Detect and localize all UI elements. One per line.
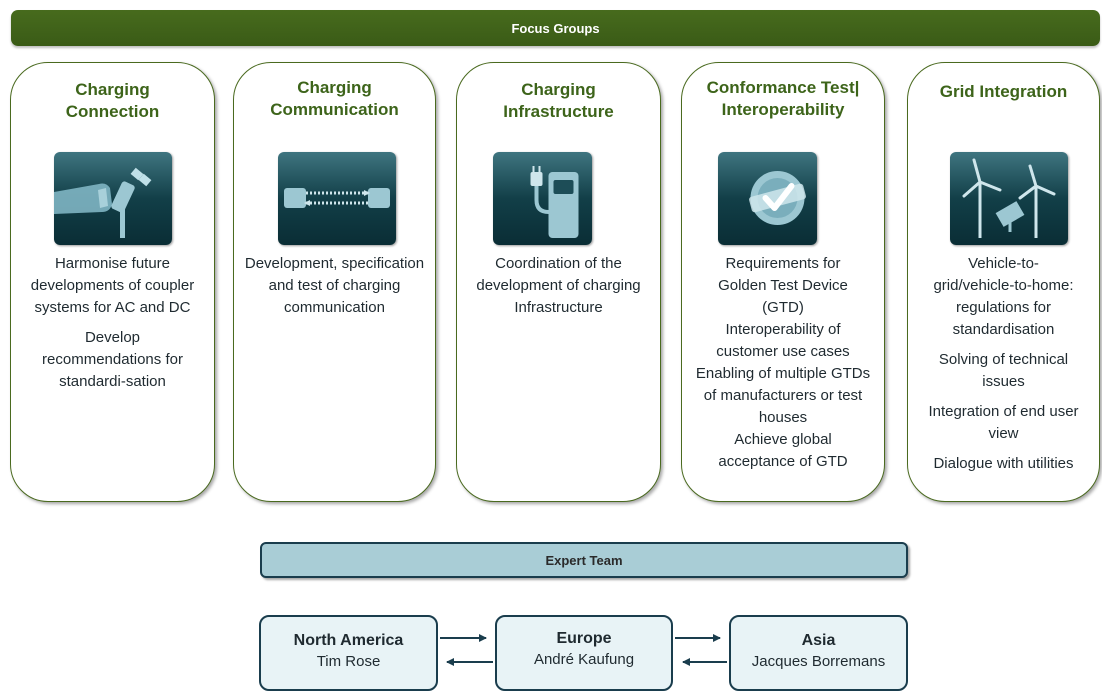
description-item: Requirements for Golden Test Device (GTD…: [718, 255, 848, 316]
focus-group-description: Requirements for Golden Test Device (GTD…: [688, 253, 878, 473]
region-person: Jacques Borremans: [751, 653, 886, 670]
focus-group-card-charging-infrastructure: Charging Infrastructure Coordination of …: [456, 62, 661, 502]
description-item: Development, specification and test of c…: [244, 255, 425, 316]
region-box-asia: Asia Jacques Borremans: [729, 615, 908, 691]
charging-plug-icon: [54, 152, 172, 245]
region-name: North America: [293, 632, 404, 649]
description-item: Achieve global acceptance of GTD: [718, 431, 848, 470]
checkmark-icon: [718, 152, 817, 245]
charging-station-icon: [493, 152, 592, 245]
description-item: Integration of end user view: [928, 403, 1079, 442]
focus-groups-banner: Focus Groups: [11, 10, 1100, 46]
focus-group-title: Grid Integration: [939, 82, 1068, 101]
communication-link-icon: [278, 152, 396, 245]
focus-group-card-grid-integration: Grid Integration Vehicle-to-grid/vehicle…: [907, 62, 1100, 502]
region-name: Europe: [556, 630, 612, 647]
focus-group-title: Charging Communication: [270, 78, 399, 119]
description-item: Vehicle-to-grid/vehicle-to-home: regulat…: [933, 255, 1074, 338]
focus-group-card-charging-connection: Charging Connection Harmonise future dev…: [10, 62, 215, 502]
description-item: Enabling of multiple GTDs of manufacture…: [695, 365, 871, 426]
focus-group-card-charging-communication: Charging Communication Development, spec…: [233, 62, 436, 502]
expert-team-bar: Expert Team: [260, 542, 908, 578]
region-name: Asia: [801, 632, 836, 649]
region-box-europe: Europe André Kaufung: [495, 615, 673, 691]
focus-group-card-conformance-test: Conformance Test| Interoperability Requi…: [681, 62, 885, 502]
wind-solar-icon: [950, 152, 1068, 245]
focus-group-description: Development, specification and test of c…: [240, 253, 429, 327]
focus-group-title: Charging Infrastructure: [503, 80, 614, 121]
focus-group-title: Conformance Test| Interoperability: [706, 78, 860, 119]
focus-group-title: Charging Connection: [65, 80, 160, 121]
region-person: Tim Rose: [316, 653, 381, 670]
description-item: Harmonise future developments of coupler…: [30, 255, 195, 316]
description-item: Develop recommendations for standardi-sa…: [42, 329, 183, 390]
description-item: Coordination of the development of charg…: [476, 255, 641, 316]
focus-group-description: Vehicle-to-grid/vehicle-to-home: regulat…: [914, 253, 1093, 483]
focus-group-description: Harmonise future developments of coupler…: [17, 253, 208, 401]
description-item: Solving of technical issues: [938, 351, 1069, 390]
description-item: Dialogue with utilities: [933, 455, 1074, 472]
description-item: Interoperability of customer use cases: [716, 321, 850, 360]
region-person: André Kaufung: [533, 651, 635, 668]
region-box-north-america: North America Tim Rose: [259, 615, 438, 691]
focus-group-description: Coordination of the development of charg…: [463, 253, 654, 327]
